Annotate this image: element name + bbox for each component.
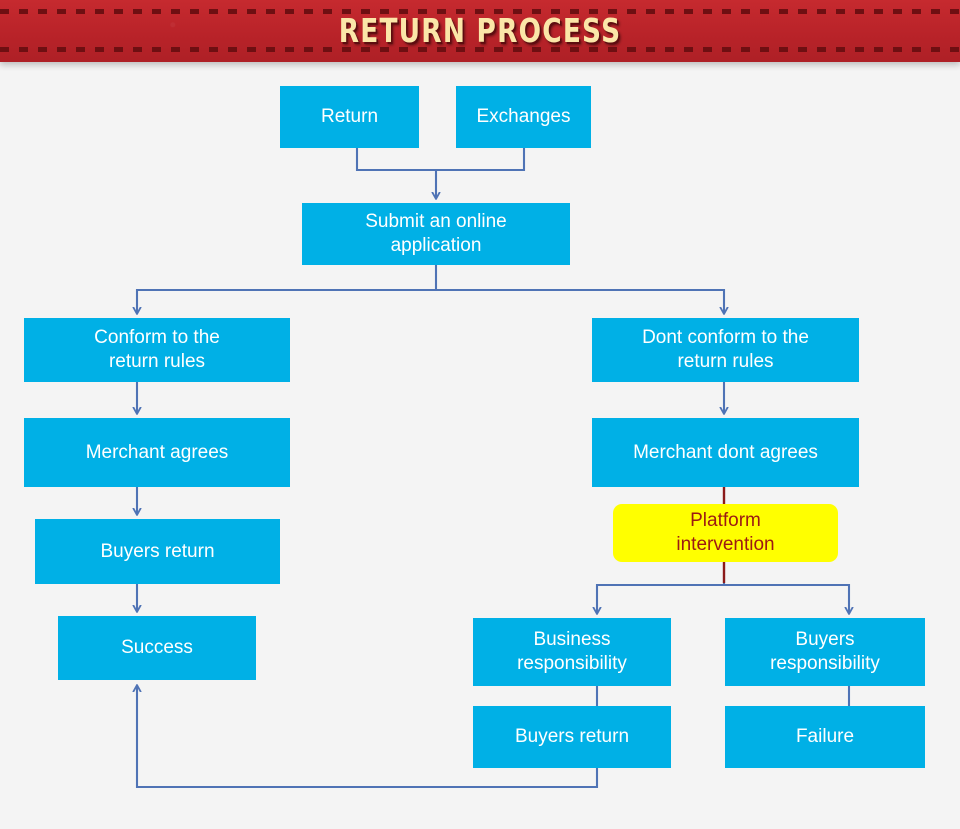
stitch-line-bottom	[0, 47, 960, 52]
page-title: RETURN PROCESS	[338, 11, 622, 50]
node-buyers-responsibility[interactable]: Buyers responsibility	[725, 618, 925, 686]
node-merchant-dont-agrees[interactable]: Merchant dont agrees	[592, 418, 859, 487]
connector-platform-to-business	[597, 583, 726, 613]
connector-submit-to-conform	[137, 265, 438, 313]
connector-submit-to-dont-conform	[436, 288, 724, 313]
node-conform-rules[interactable]: Conform to the return rules	[24, 318, 290, 382]
node-submit-application[interactable]: Submit an online application	[302, 203, 570, 265]
node-success[interactable]: Success	[58, 616, 256, 680]
node-exchanges[interactable]: Exchanges	[456, 86, 591, 148]
node-failure[interactable]: Failure	[725, 706, 925, 768]
node-platform-intervention[interactable]: Platform intervention	[613, 504, 838, 562]
connector-merge-top	[355, 148, 526, 172]
header-banner: RETURN PROCESS	[0, 0, 960, 62]
node-business-responsibility[interactable]: Business responsibility	[473, 618, 671, 686]
connector-buyers-return-to-success-loop	[137, 686, 599, 789]
node-merchant-agrees[interactable]: Merchant agrees	[24, 418, 290, 487]
connector-platform-to-buyers-responsibility	[724, 583, 849, 613]
node-return[interactable]: Return	[280, 86, 419, 148]
node-buyers-return-bottom[interactable]: Buyers return	[473, 706, 671, 768]
stitch-line-top	[0, 9, 960, 14]
node-dont-conform-rules[interactable]: Dont conform to the return rules	[592, 318, 859, 382]
node-buyers-return-left[interactable]: Buyers return	[35, 519, 280, 584]
